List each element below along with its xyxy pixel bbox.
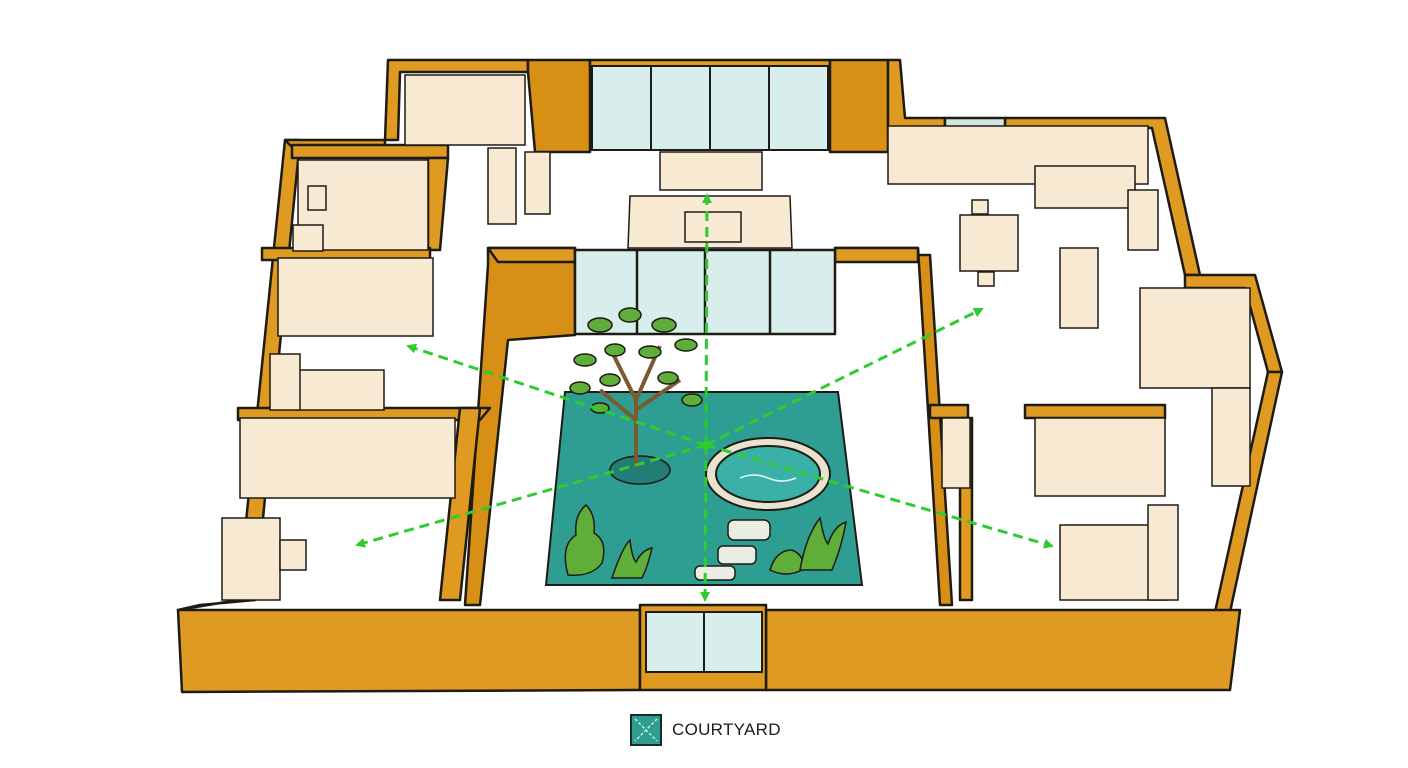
sightline-north [701,193,712,446]
sightlines [355,193,1054,602]
sightline-southwest [355,443,707,548]
north-windows [591,65,829,151]
sightline-northwest [406,343,707,447]
pool-icon [705,437,831,511]
sightline-southeast [705,443,1054,549]
legend-label: COURTYARD [672,720,781,739]
tree-icon [569,307,703,485]
courtyard-swatch-icon [630,714,662,746]
shrubs [564,503,847,579]
sightline-origin [702,441,710,449]
legend: COURTYARD [630,713,781,747]
entry-window [645,611,763,673]
furniture [221,74,1251,601]
sightline-northeast [705,307,984,447]
courtyard-walls [463,246,954,607]
sightline-south [700,444,711,602]
interior-walls [236,143,1167,602]
